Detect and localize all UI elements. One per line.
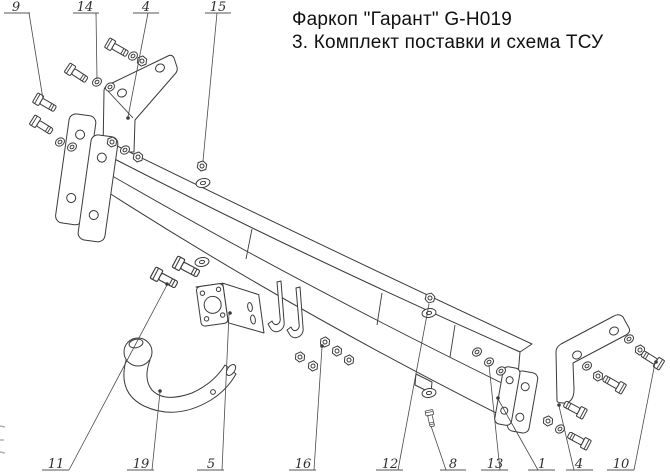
leader-line [68, 284, 168, 471]
leader-line [397, 303, 430, 471]
callout-number: 4 [141, 0, 150, 15]
leader-line [95, 12, 98, 80]
callout-number: 5 [207, 457, 215, 472]
leader-dot [165, 282, 169, 286]
callout-number: 13 [487, 457, 504, 472]
ball-mount-bracket [195, 282, 265, 334]
bolt [600, 372, 628, 395]
leader-dot [158, 389, 162, 393]
hook-straps [267, 280, 304, 339]
crossbar-beam [91, 141, 533, 423]
callout-number: 8 [449, 457, 457, 472]
leader-line [488, 364, 501, 471]
drawing-title-line2: 3. Комплект поставки и схема ТСУ [292, 32, 604, 53]
hex-nut [306, 359, 320, 373]
leader-dot [126, 116, 130, 120]
leader-dot [496, 396, 500, 400]
bolt [28, 114, 56, 137]
bolt [149, 266, 180, 292]
bolt [561, 398, 588, 420]
hex-nut [541, 414, 555, 428]
hex-nut [330, 344, 344, 358]
callout-number: 11 [48, 457, 65, 472]
right-side-bracket [506, 314, 631, 434]
bolt [565, 429, 592, 451]
drawing-title-line1: Фаркоп "Гарант" G-H019 [292, 9, 513, 30]
leader-line [633, 362, 656, 471]
leader-line [313, 346, 323, 471]
left-side-bracket [102, 54, 178, 153]
tow-ball [123, 337, 237, 413]
callout-number: 16 [295, 457, 312, 472]
leader-dot [228, 311, 232, 315]
callout-number: 4 [574, 457, 583, 472]
callout-number: 9 [12, 0, 20, 15]
bolt [638, 348, 666, 371]
leader-dot [320, 344, 324, 348]
bolt [63, 62, 90, 86]
callout-number: 14 [77, 0, 94, 15]
bolt [103, 37, 131, 60]
hex-nut [293, 350, 307, 364]
bolt [31, 92, 59, 115]
leader-line [202, 12, 218, 162]
washer [193, 255, 211, 269]
callout-number: 15 [210, 0, 227, 15]
leader-line [558, 405, 575, 471]
leader-line [28, 12, 44, 100]
leader-dot [654, 360, 658, 364]
callout-number: 19 [133, 457, 150, 472]
leader-line [127, 12, 149, 118]
callout-number: 1 [538, 457, 546, 472]
washer [53, 135, 67, 149]
hex-nut [342, 353, 356, 367]
leader-line [221, 313, 230, 471]
bolt [424, 409, 437, 428]
beam-end-plate [494, 366, 521, 426]
leader-line [151, 391, 161, 471]
mounting-plate [77, 134, 119, 243]
drawing-title: Фаркоп "Гарант" G-H019 3. Комплект поста… [292, 8, 603, 54]
leader-line [430, 425, 447, 471]
washer [580, 359, 594, 373]
left-mounting-plates [55, 113, 119, 243]
callout-number: 10 [613, 457, 630, 472]
callout-number: 12 [382, 457, 399, 472]
leader-line [497, 398, 539, 471]
callouts: 9 14 4 15 11 19 5 [4, 0, 658, 472]
hex-nut [195, 159, 209, 173]
leader-dot [557, 403, 561, 407]
washer [194, 176, 212, 190]
paper-edge-marks [0, 425, 6, 454]
